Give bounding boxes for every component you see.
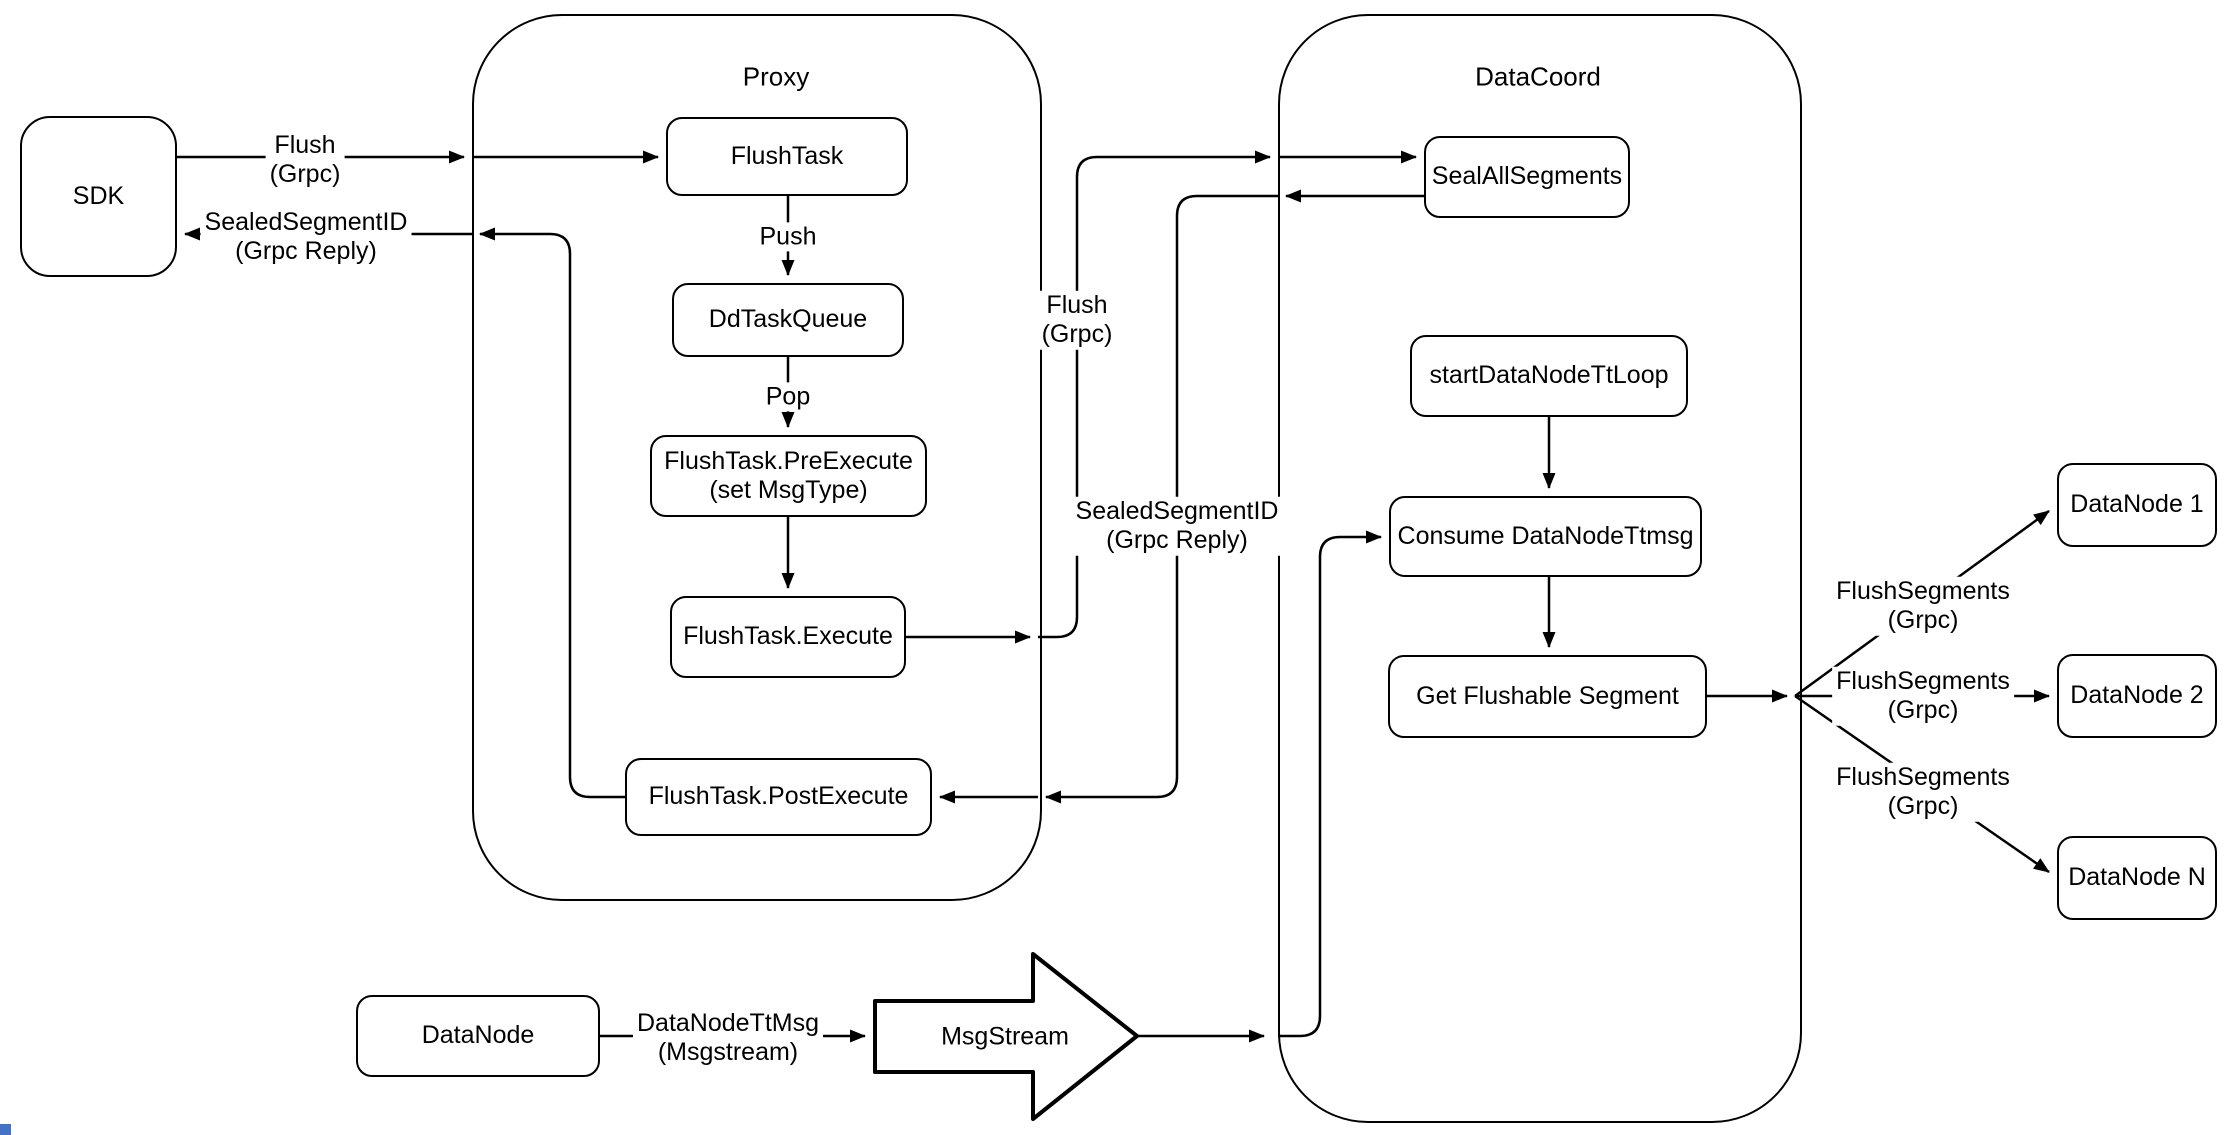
corner-artifact [0, 1124, 11, 1135]
edge-label-pop: Pop [761, 382, 815, 412]
edge-label-flushsegments-2: FlushSegments (Grpc) [1832, 666, 2014, 726]
edge-postexecute-to-proxy-boundary [479, 227, 625, 799]
node-consume-datanodettmsg-label: Consume DataNodeTtmsg [1397, 521, 1694, 550]
node-datanode-2: DataNode 2 [2057, 654, 2217, 738]
node-flushtask-postexecute: FlushTask.PostExecute [625, 758, 932, 836]
msgstream-block-arrow-shape [873, 952, 1139, 1121]
node-datanode-1-label: DataNode 1 [2070, 490, 2204, 519]
edge-label-push: Push [755, 222, 821, 252]
edge-label-text: (Grpc Reply) [1106, 526, 1248, 554]
node-ddtaskqueue: DdTaskQueue [672, 283, 904, 357]
node-consume-datanodettmsg: Consume DataNodeTtmsg [1389, 496, 1702, 577]
node-flushtask-postexecute-label: FlushTask.PostExecute [648, 782, 909, 811]
node-datanode-1: DataNode 1 [2057, 463, 2217, 547]
proxy-container [472, 14, 1042, 901]
node-sealallsegments: SealAllSegments [1424, 136, 1630, 218]
proxy-container-title: Proxy [742, 61, 810, 92]
node-flushtask-execute-label: FlushTask.Execute [683, 622, 893, 651]
edge-label-text: (Msgstream) [657, 1038, 799, 1066]
edge-label-datanodettmsg: DataNodeTtMsg (Msgstream) [632, 1008, 824, 1068]
edge-label-text: (Grpc) [1887, 606, 1959, 634]
node-sdk-label: SDK [72, 181, 125, 210]
edge-label-text: (Grpc Reply) [235, 237, 377, 265]
edge-label-flushsegments-1: FlushSegments (Grpc) [1832, 576, 2014, 636]
node-startdatanodettloop: startDataNodeTtLoop [1410, 335, 1688, 417]
datacoord-container [1278, 14, 1802, 1123]
node-datanode-bottom-label: DataNode [421, 1021, 535, 1050]
edge-label-sealedsegmentid-sdk: SealedSegmentID (Grpc Reply) [200, 207, 412, 267]
edge-label-sealedsegmentid-proxy: SealedSegmentID (Grpc Reply) [1071, 496, 1283, 556]
edge-label-text: (Grpc) [1887, 696, 1959, 724]
edge-label-text: (Grpc) [269, 160, 341, 188]
edge-msgstream-to-consume [1278, 530, 1382, 1038]
node-flushtask-preexecute-sublabel: (set MsgType) [709, 476, 868, 504]
edge-label-text: Pop [765, 382, 811, 411]
datacoord-container-title: DataCoord [1475, 61, 1601, 92]
node-get-flushable-segment-label: Get Flushable Segment [1416, 681, 1679, 710]
node-datanode-bottom: DataNode [356, 995, 600, 1077]
node-datanode-n: DataNode N [2057, 836, 2217, 920]
edge-label-text: FlushSegments [1836, 666, 2010, 695]
edge-label-text: (Grpc) [1041, 320, 1113, 348]
node-datanode-n-label: DataNode N [2068, 863, 2206, 892]
edge-label-flush-grpc-sdk: Flush (Grpc) [265, 130, 345, 190]
node-datanode-2-label: DataNode 2 [2070, 681, 2204, 710]
edge-label-text: (Grpc) [1887, 792, 1959, 820]
node-ddtaskqueue-label: DdTaskQueue [708, 305, 868, 334]
node-flushtask-preexecute: FlushTask.PreExecute (set MsgType) [650, 435, 927, 517]
node-sdk: SDK [20, 116, 177, 277]
node-flushtask-label: FlushTask [730, 141, 844, 170]
edge-label-text: Push [759, 222, 817, 251]
edge-label-text: FlushSegments [1836, 762, 2010, 791]
node-flushtask-preexecute-label: FlushTask.PreExecute [664, 446, 913, 475]
edge-label-flush-grpc-datacoord: Flush (Grpc) [1037, 290, 1117, 350]
edge-label-text: DataNodeTtMsg [636, 1008, 820, 1037]
edge-label-text: FlushSegments [1836, 576, 2010, 605]
edge-label-flushsegments-3: FlushSegments (Grpc) [1832, 762, 2014, 822]
node-flushtask-execute: FlushTask.Execute [670, 596, 906, 678]
edge-sealedsegmentid-reply-to-proxy-boundary [1045, 194, 1278, 804]
node-flushtask: FlushTask [666, 117, 908, 196]
edge-label-text: SealedSegmentID [1075, 496, 1279, 525]
node-get-flushable-segment: Get Flushable Segment [1388, 655, 1707, 738]
msgstream-label: MsgStream [941, 1022, 1069, 1051]
edge-label-text: Flush [1046, 290, 1108, 319]
edge-label-text: SealedSegmentID [204, 207, 408, 236]
node-sealallsegments-label: SealAllSegments [1431, 162, 1623, 191]
edge-flush-grpc-to-datacoord-boundary [1038, 150, 1271, 639]
node-startdatanodettloop-label: startDataNodeTtLoop [1429, 361, 1669, 390]
edge-label-text: Flush [274, 130, 336, 159]
